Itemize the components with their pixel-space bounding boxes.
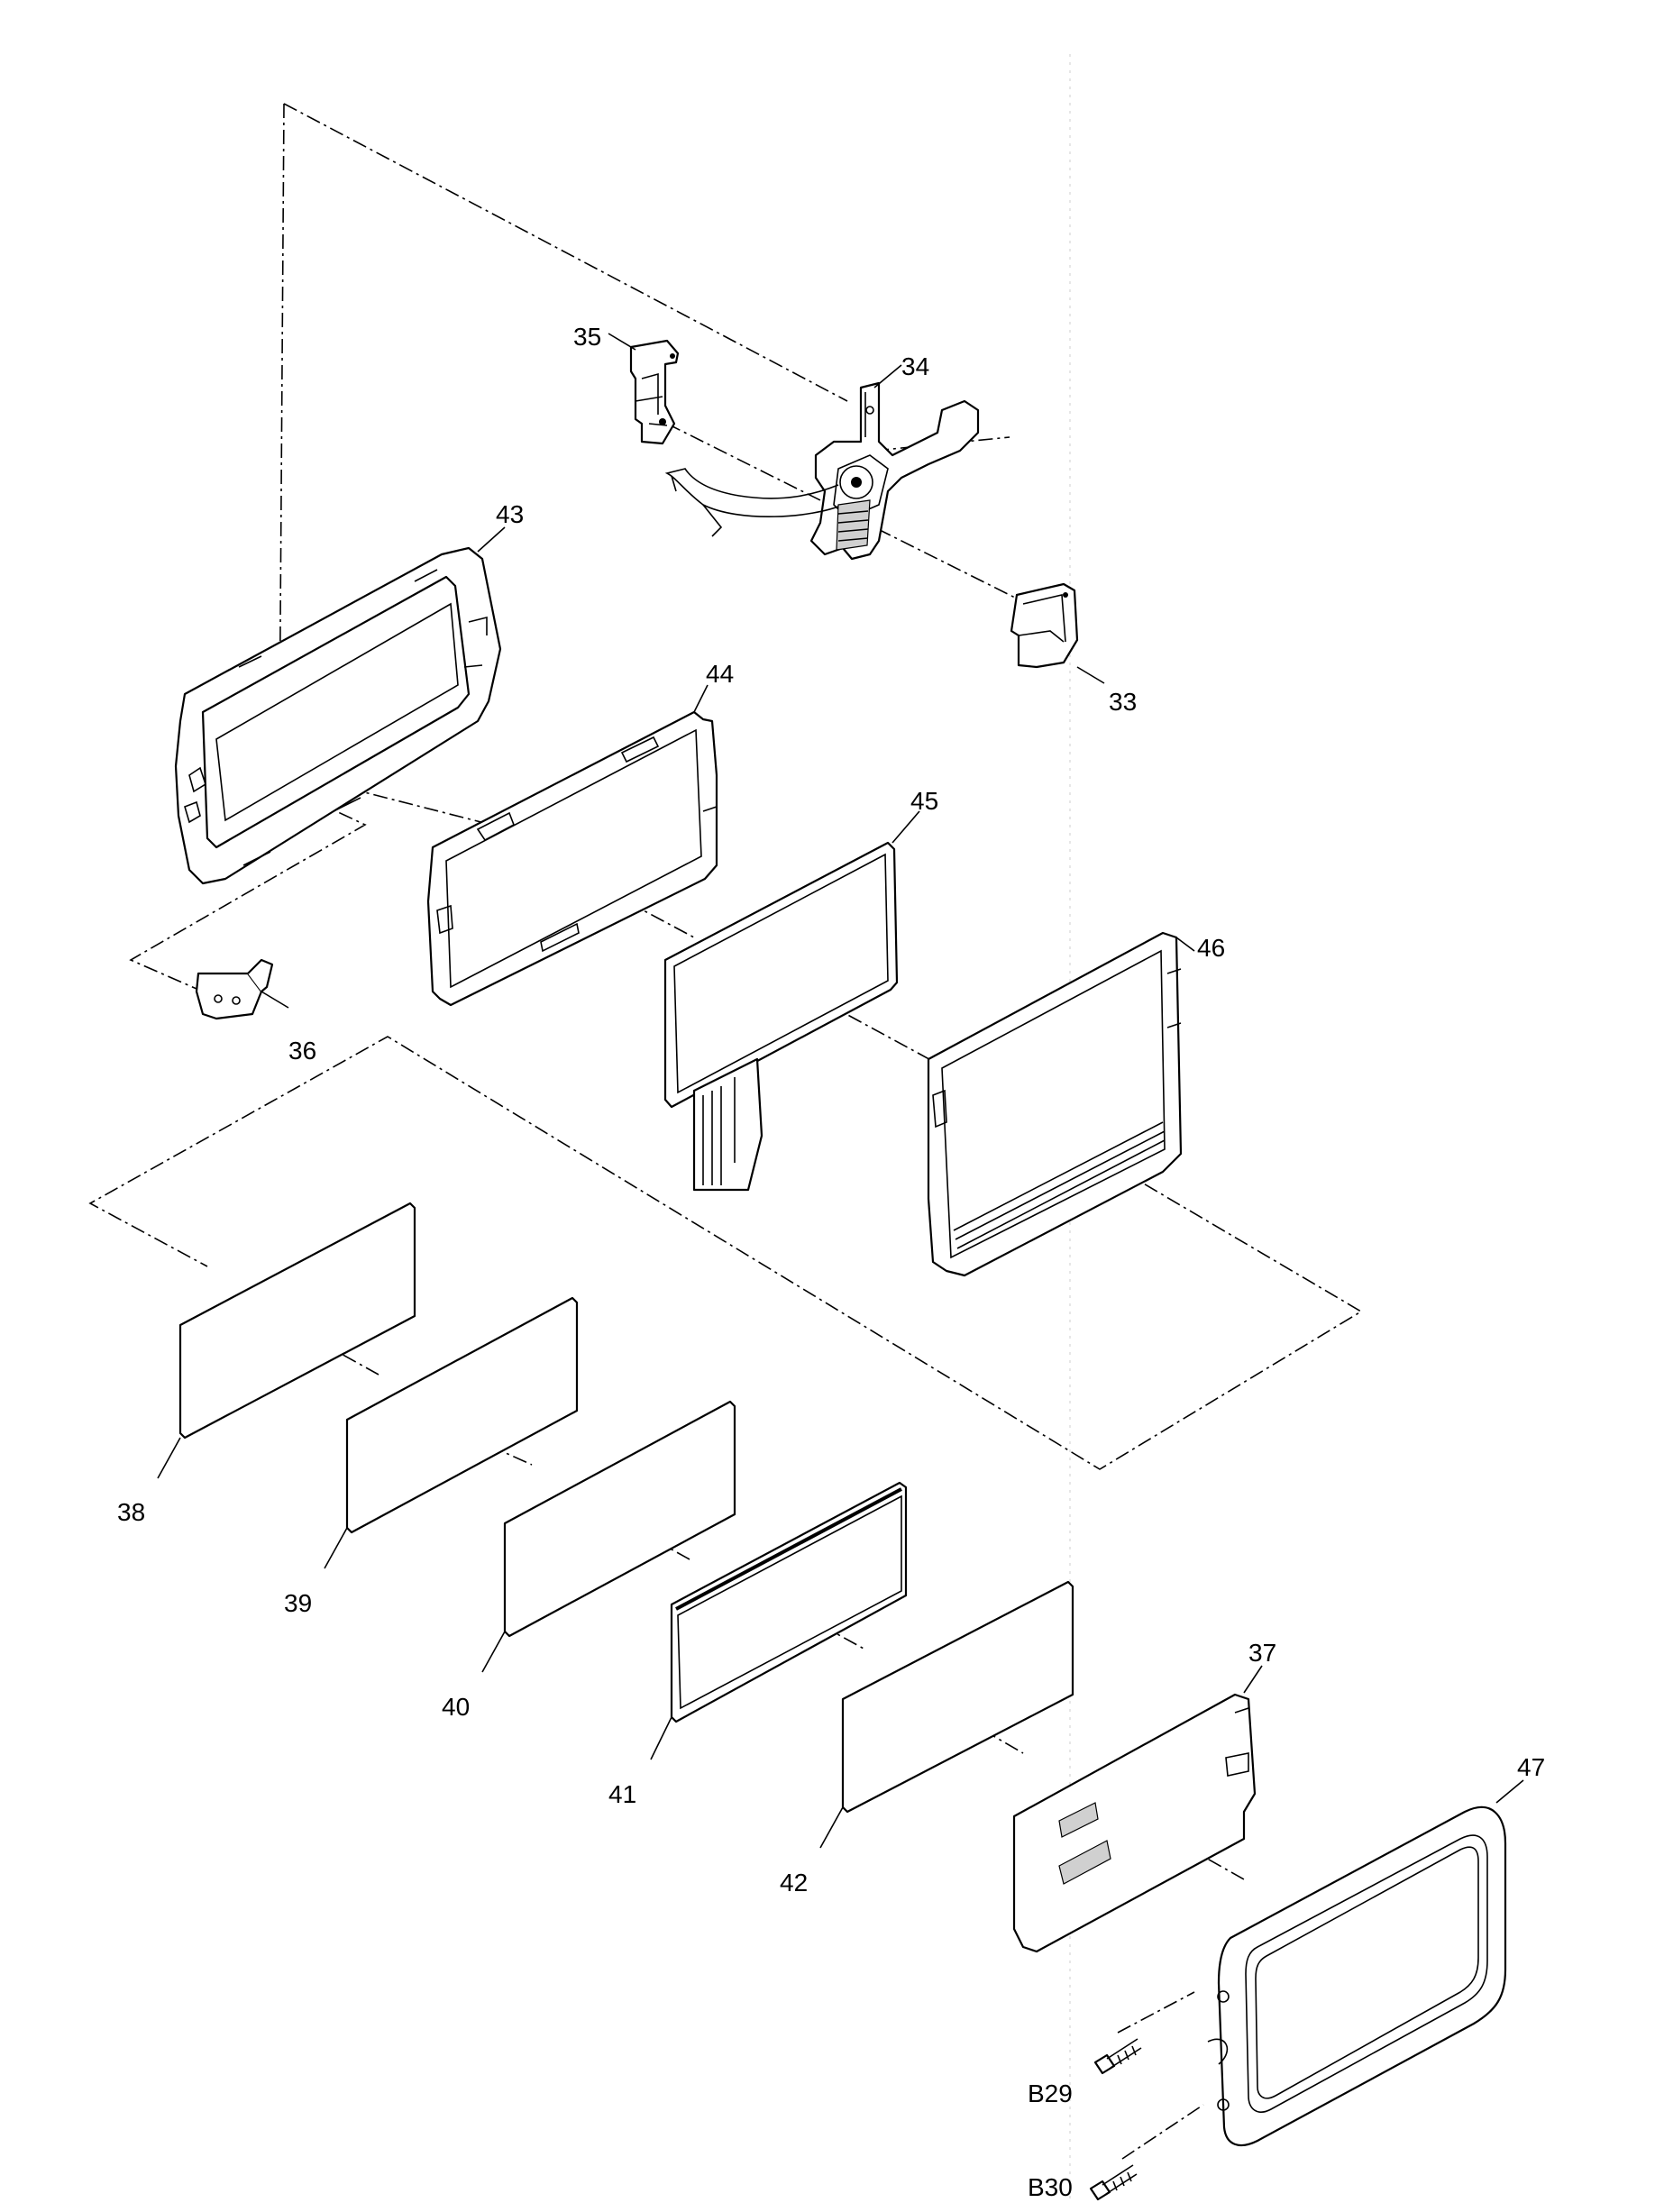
label-screw-b30: B30 <box>1028 2173 1073 2201</box>
label-part-43: 43 <box>496 500 524 528</box>
label-part-39: 39 <box>284 1589 312 1617</box>
label-part-45: 45 <box>910 787 938 815</box>
label-part-33: 33 <box>1109 688 1137 716</box>
label-part-37: 37 <box>1248 1639 1276 1667</box>
label-part-34: 34 <box>901 352 929 380</box>
label-part-46: 46 <box>1197 934 1225 962</box>
part-36-bracket <box>195 958 274 1020</box>
label-part-44: 44 <box>706 660 734 688</box>
part-38-sheet <box>178 1202 416 1440</box>
part-37-back-plate <box>1012 1693 1257 1953</box>
part-43-front-frame <box>174 546 502 885</box>
label-part-35: 35 <box>573 323 601 351</box>
part-labels: 35 34 43 33 44 45 46 36 38 39 40 41 42 3… <box>117 323 1545 2201</box>
screw-b29 <box>1093 2038 1142 2075</box>
label-part-41: 41 <box>608 1780 636 1808</box>
screw-b30 <box>1089 2164 1138 2201</box>
label-part-36: 36 <box>288 1037 316 1065</box>
part-33-hinge-cover <box>1010 582 1079 669</box>
part-45-lcd-panel <box>663 841 899 1192</box>
label-part-47: 47 <box>1517 1753 1545 1781</box>
leader-lines <box>157 333 1524 1849</box>
part-44-inner-frame <box>426 710 718 1007</box>
part-47-rear-cover <box>1207 1805 1507 2147</box>
part-46-backlight-frame <box>927 931 1183 1277</box>
label-part-38: 38 <box>117 1498 145 1526</box>
part-42-sheet <box>841 1580 1074 1814</box>
label-part-40: 40 <box>442 1693 470 1721</box>
part-34-hinge-assembly <box>664 381 980 561</box>
label-screw-b29: B29 <box>1028 2079 1073 2107</box>
part-35-hinge-clip <box>629 339 680 445</box>
label-part-42: 42 <box>780 1869 808 1897</box>
